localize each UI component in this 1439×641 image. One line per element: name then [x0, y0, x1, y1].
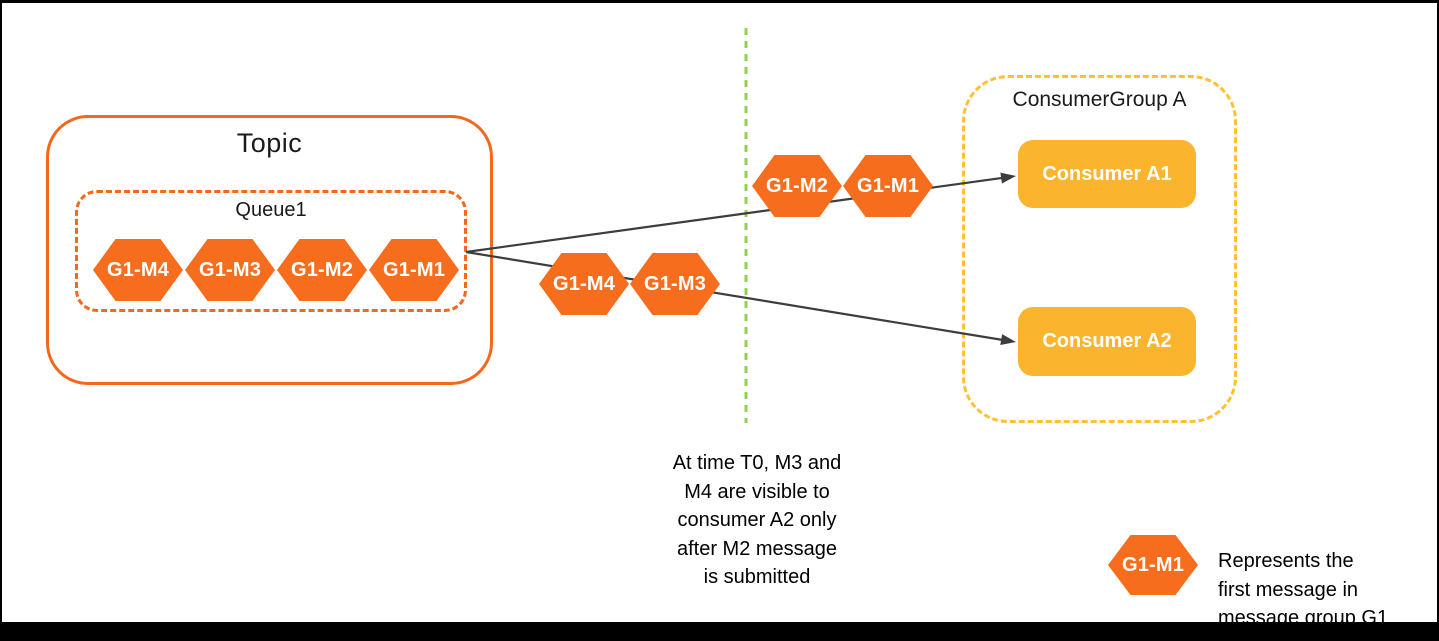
annotation-line: At time T0, M3 and	[672, 452, 842, 474]
topic-title: Topic	[236, 128, 303, 158]
consumer-a2-label: Consumer A2	[1042, 330, 1172, 352]
legend-line: Represents the	[1218, 550, 1354, 572]
consumer-a1-label: Consumer A1	[1042, 162, 1172, 185]
flow-line-to-consumer-a2	[465, 250, 1004, 342]
message-label: G1-M1	[856, 174, 920, 197]
letterbox-right-edge	[1437, 0, 1439, 622]
annotation-line: consumer A2 only	[677, 509, 837, 531]
queue-label: Queue1	[235, 199, 307, 221]
message-hexagon-inflight-g1m4: G1-M4	[539, 253, 629, 315]
message-label: G1-M3	[198, 258, 262, 281]
letterbox-top-bar	[0, 0, 1439, 3]
message-label: G1-M4	[106, 258, 170, 281]
timeline-annotation: At time T0, M3 and M4 are visible to con…	[647, 449, 867, 592]
message-label: G1-M2	[290, 258, 354, 281]
consumer-a2-box: Consumer A2	[1018, 307, 1196, 376]
legend-message-hexagon: G1-M1	[1108, 535, 1198, 595]
message-label: G1-M3	[643, 272, 707, 295]
message-label: G1-M1	[382, 258, 446, 281]
arrowhead-to-consumer-a1	[1000, 172, 1016, 184]
message-label: G1-M2	[765, 174, 829, 197]
legend-hexagon-label: G1-M1	[1121, 553, 1185, 576]
annotation-line: M4 are visible to	[684, 480, 830, 503]
consumer-group-box: ConsumerGroup A	[962, 75, 1237, 423]
message-label: G1-M4	[552, 272, 616, 295]
annotation-line: is submitted	[703, 566, 811, 588]
arrowhead-to-consumer-a2	[1000, 334, 1016, 345]
consumer-a1-box: Consumer A1	[1018, 140, 1196, 208]
annotation-line: after M2 message	[676, 537, 838, 560]
consumer-group-title: ConsumerGroup A	[1012, 88, 1187, 111]
message-hexagon-inflight-g1m3: G1-M3	[630, 253, 720, 315]
legend-line: first message in	[1218, 578, 1359, 601]
letterbox-bottom-bar	[0, 622, 1439, 641]
letterbox-left-edge	[0, 0, 2, 622]
